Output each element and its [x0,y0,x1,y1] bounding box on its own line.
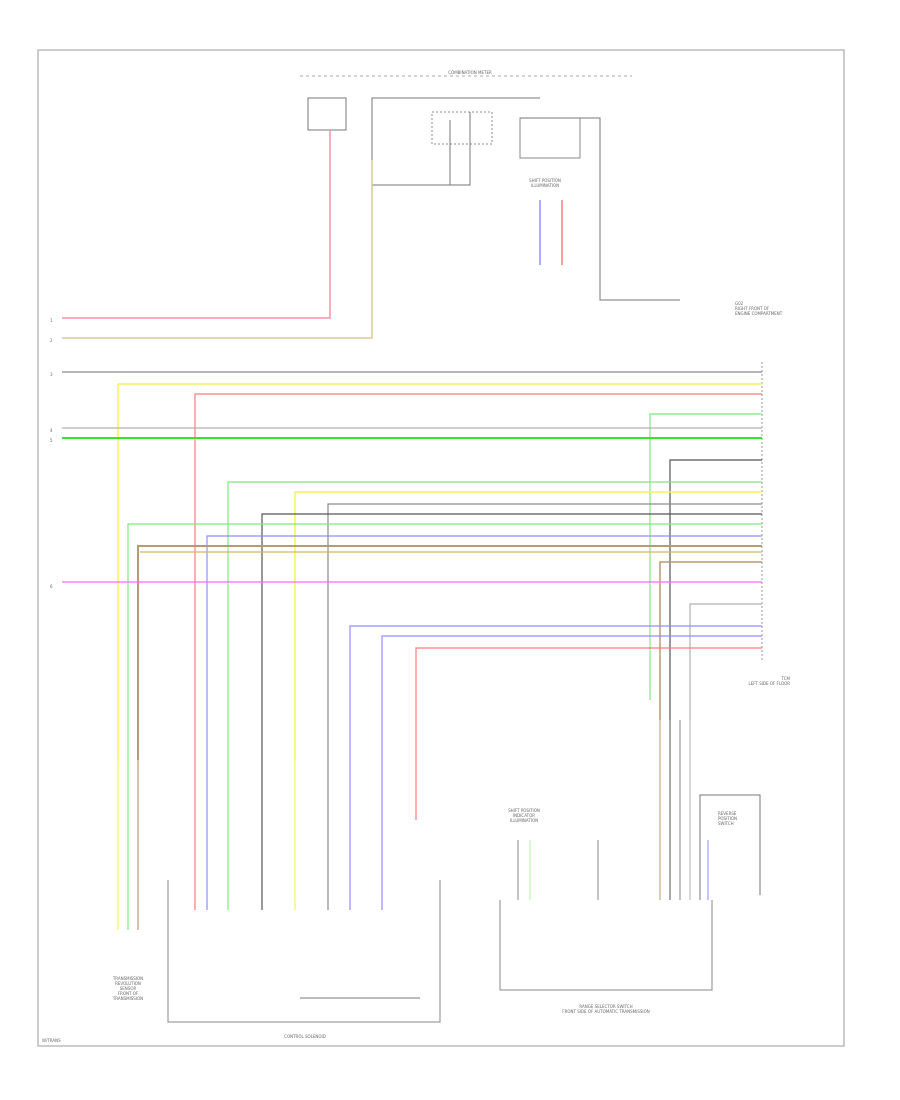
wire-blue-2 [349,625,762,760]
meter-inner-line-4 [520,117,680,301]
control-solenoid-label: CONTROL SOLENOID [284,1034,326,1039]
control-solenoid-bracket [167,880,441,1023]
wire-dark-2 [261,513,762,760]
left-pin-2: 2 [50,338,53,343]
left-pin-5: 5 [50,438,53,443]
wire-brown-2 [659,561,762,720]
left-pin-1: 1 [50,318,53,323]
meter-inner-line-1 [371,97,540,160]
meter-box-mid [431,111,493,145]
wire-red-1 [194,393,762,760]
footer-label: W/TRANS [42,1038,61,1043]
wire-green-3 [127,523,762,760]
wire-green-2 [227,481,762,760]
left-pin-3: 3 [50,372,53,377]
wire-pink-main [62,130,331,319]
wire-blue-3 [381,635,762,760]
meter-title: COMBINATION METER [448,70,492,75]
diagram-frame [37,49,845,1047]
wire-blue-1 [206,535,762,760]
wire-dark-1 [669,459,762,720]
wire-yellow-1 [117,383,762,760]
wire-red-2 [415,647,762,760]
wire-grey-4 [689,603,762,720]
wire-grey-3 [327,503,762,760]
left-pin-6: 6 [50,584,53,589]
meter-inner-line-2 [372,112,471,186]
reverse-switch-wire [699,794,761,900]
range-switch-bracket [499,900,713,991]
wire-tan-main [62,160,373,339]
meter-box-left [307,97,347,131]
meter-box-right [519,117,581,159]
wire-lightgreen-1 [649,413,762,700]
wire-yellow-2 [294,491,762,760]
wire-brown-1 [137,545,762,760]
left-pin-4: 4 [50,428,53,433]
